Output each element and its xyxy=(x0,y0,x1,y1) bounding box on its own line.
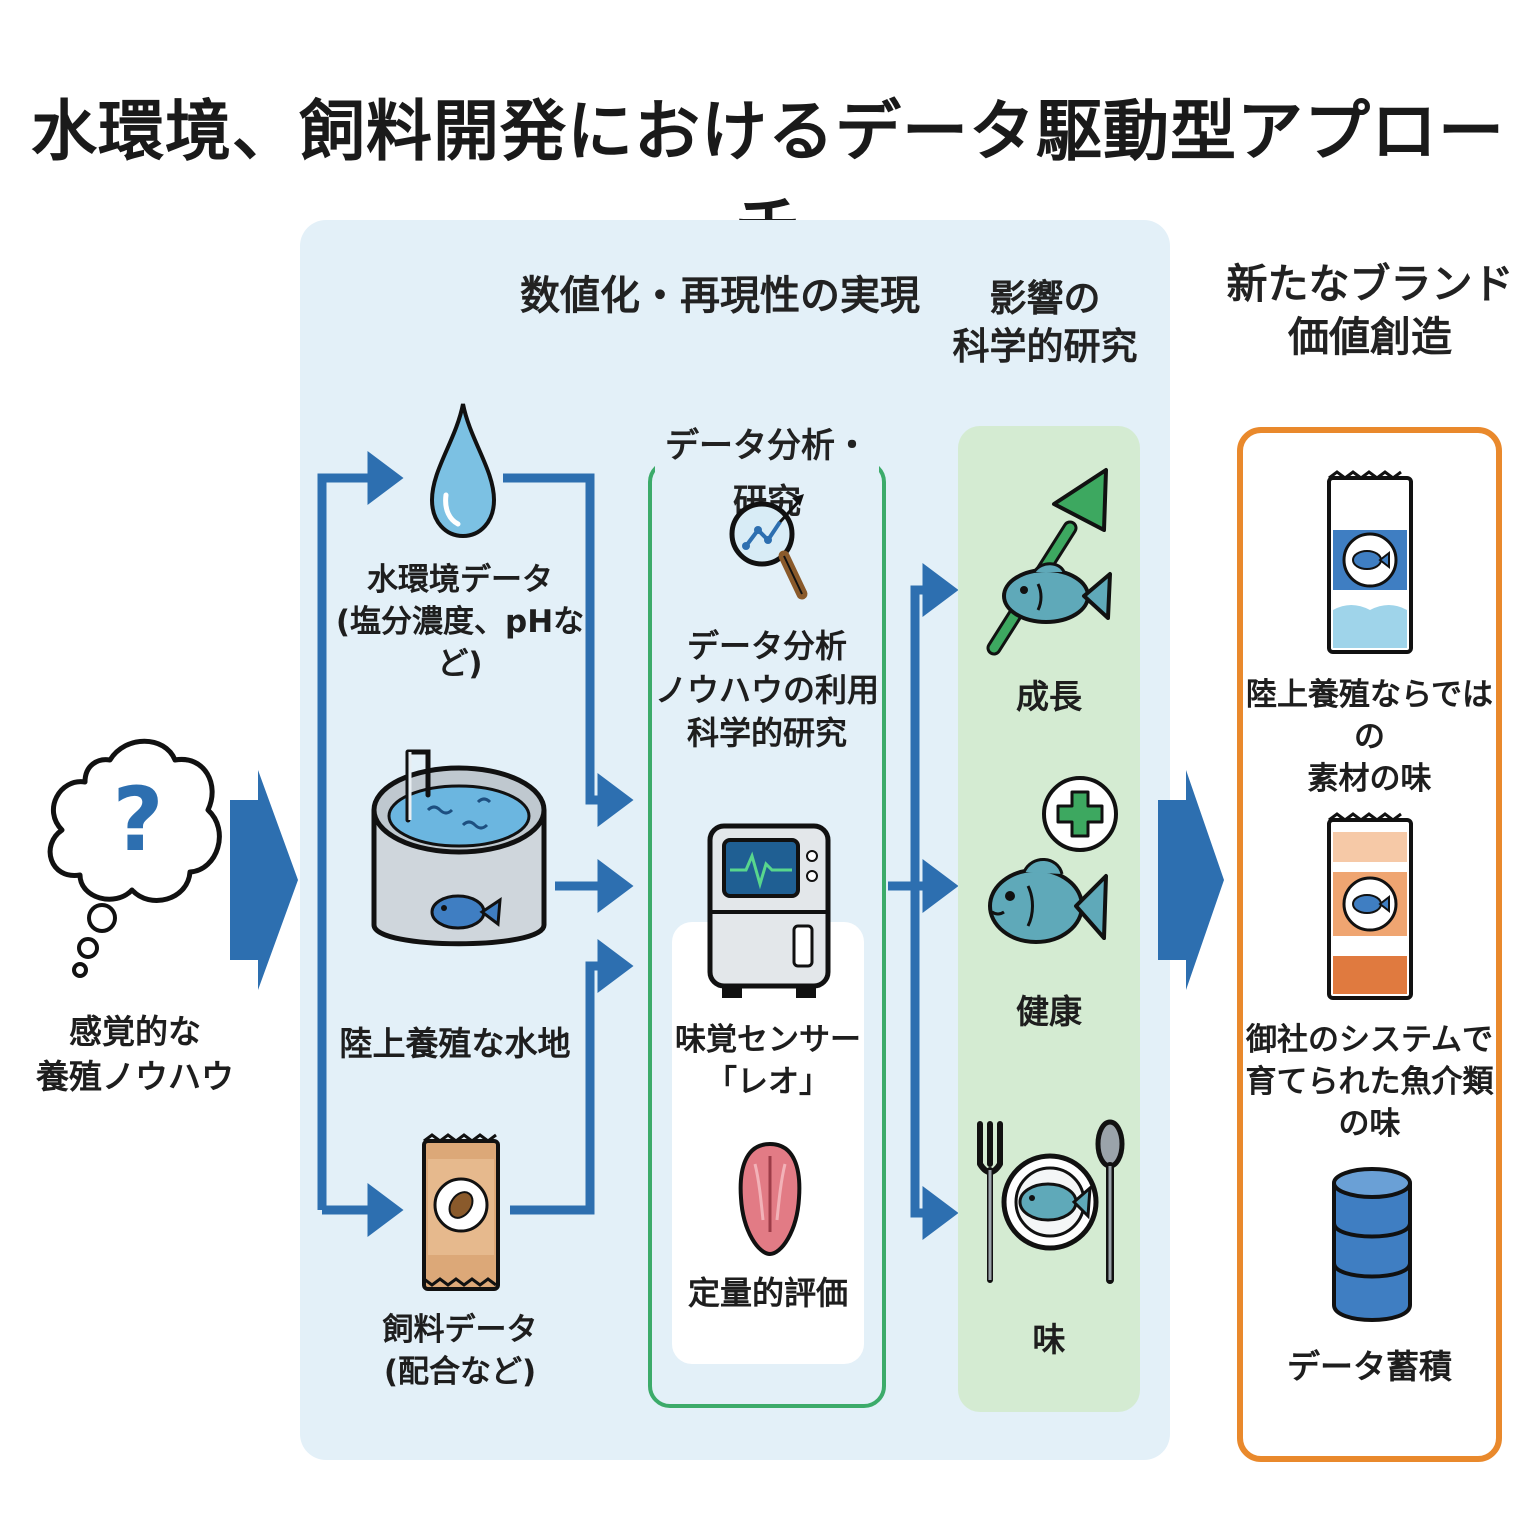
analysis-line-2: ノウハウの利用 xyxy=(655,670,880,709)
quantification-heading: 数値化・再現性の実現 xyxy=(520,273,920,319)
brand-item-2-line2: 育てられた魚介類の味 xyxy=(1245,1063,1494,1142)
brand-item-2-line1: 御社のシステムで xyxy=(1245,1022,1494,1058)
feed-bag-icon xyxy=(422,1133,500,1291)
analysis-heading: データ分析・研究 xyxy=(655,418,879,522)
big-arrow-right xyxy=(1158,770,1224,990)
water-data-label: 水環境データ (塩分濃度、pHなど) xyxy=(320,560,600,686)
analysis-magnifier-icon xyxy=(729,494,808,600)
impact-heading-line2: 科学的研究 xyxy=(952,325,1138,369)
brand-item-1-line2: 素材の味 xyxy=(1307,760,1432,797)
tank-label: 陸上養殖な水地 xyxy=(339,1024,571,1063)
analysis-line-3: 科学的研究 xyxy=(686,714,847,753)
brand-heading-line2: 価値創造 xyxy=(1288,313,1452,362)
page-title: 水環境、飼料開発におけるデータ駆動型アプローチ xyxy=(31,93,1505,266)
taste-sensor-line1: 味覚センサー xyxy=(675,1022,861,1058)
tank-icon xyxy=(371,749,547,947)
impact-health-label: 健康 xyxy=(1016,992,1082,1031)
intuitive-label-line2: 養殖ノウハウ xyxy=(36,1056,234,1096)
brand-item-1-label: 陸上養殖ならではの 素材の味 xyxy=(1243,675,1496,801)
taste-sensor-line2: 「レオ」 xyxy=(706,1063,830,1100)
taste-sensor-icon xyxy=(707,823,831,998)
water-data-line2: (塩分濃度、pHなど) xyxy=(335,603,585,682)
brand-heading: 新たなブランド 価値創造 xyxy=(1225,258,1515,365)
impact-taste-label: 味 xyxy=(1032,1320,1066,1359)
product-pack-icon xyxy=(1327,812,1413,1000)
data-accumulation-label: データ蓄積 xyxy=(1287,1347,1452,1386)
question-cloud-icon: ? xyxy=(47,738,222,978)
svg-text:?: ? xyxy=(112,768,163,871)
impact-growth-label: 成長 xyxy=(1016,677,1082,716)
intuitive-label-line1: 感覚的な xyxy=(69,1012,201,1051)
intuitive-knowhow-label: 感覚的な 養殖ノウハウ xyxy=(20,1010,250,1099)
brand-item-2-label: 御社のシステムで 育てられた魚介類の味 xyxy=(1243,1020,1496,1146)
quantitative-evaluation-label: 定量的評価 xyxy=(687,1274,848,1312)
brand-item-1-line1: 陸上養殖ならではの xyxy=(1245,677,1494,755)
water-drop-icon xyxy=(429,403,497,539)
impact-heading: 影響の 科学的研究 xyxy=(940,275,1150,371)
dining-plate-icon xyxy=(977,1119,1125,1284)
water-data-line1: 水環境データ xyxy=(367,562,553,598)
tongue-icon xyxy=(738,1141,802,1257)
feed-data-line1: 飼料データ xyxy=(382,1312,538,1348)
analysis-line-1: データ分析 xyxy=(686,627,847,665)
analysis-lines: データ分析 ノウハウの利用 科学的研究 xyxy=(655,625,879,756)
feed-data-label: 飼料データ (配合など) xyxy=(330,1310,590,1394)
impact-heading-line1: 影響の xyxy=(989,277,1101,320)
big-arrow-left xyxy=(230,770,298,990)
growth-fish-icon xyxy=(986,468,1112,656)
health-fish-icon xyxy=(988,776,1118,944)
brand-heading-line1: 新たなブランド xyxy=(1226,260,1514,308)
database-icon xyxy=(1332,1167,1412,1322)
feed-data-line2: (配合など) xyxy=(383,1353,537,1390)
taste-sensor-label: 味覚センサー 「レオ」 xyxy=(672,1020,864,1104)
product-pack-icon xyxy=(1327,470,1413,654)
